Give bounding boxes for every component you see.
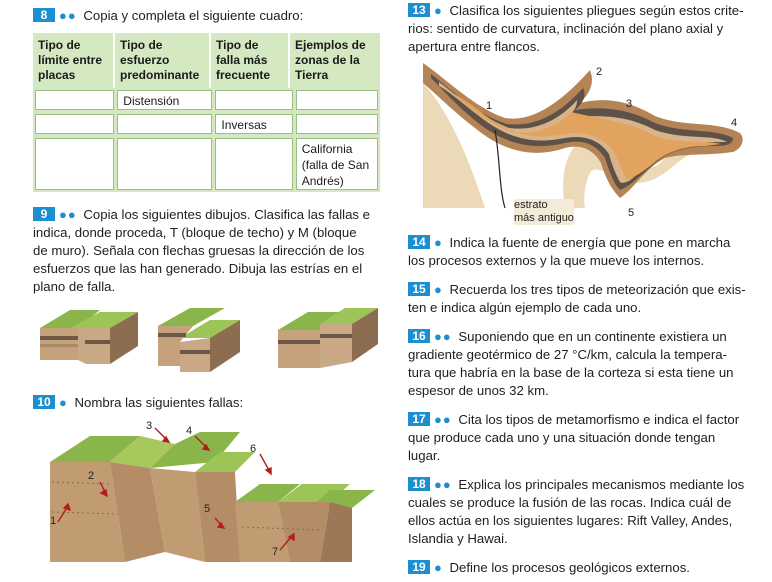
exercise-number: 17: [408, 412, 430, 426]
exercise-18-text: 18●● Explica los principales mecanismos …: [408, 477, 745, 546]
fold-label-5: 5: [628, 207, 635, 219]
exercise-number: 9: [33, 207, 55, 221]
table-cell: [295, 114, 378, 134]
table-cell: [117, 114, 213, 134]
fault-landscape-drawing: [50, 427, 375, 562]
fault-label-3: 3: [146, 420, 153, 432]
table-cell: [35, 138, 115, 190]
exercise-number: 8: [33, 8, 55, 22]
table-cell: [295, 90, 378, 110]
table-cell: [215, 138, 293, 190]
difficulty-dots: ●: [59, 395, 68, 410]
exercise-17-text: 17●● Cita los tipos de metamorfismo e in…: [408, 412, 740, 463]
exercise-13-text: 13● Clasifica los siguientes pliegues se…: [408, 3, 744, 54]
exercise-10-heading: 10 ● Nombra las siguientes fallas:: [33, 394, 243, 412]
table-cell: Inversas: [215, 114, 293, 134]
difficulty-dots: ●●: [434, 329, 452, 344]
exercise-number: 15: [408, 282, 430, 296]
fault-label-2: 2: [88, 470, 95, 482]
exercise-number: 14: [408, 235, 430, 249]
fault-label-4: 4: [186, 425, 193, 437]
fault-label-5: 5: [204, 503, 211, 515]
exercise-number: 19: [408, 560, 430, 574]
table-cell: [35, 90, 115, 110]
exercise-15-text: 15● Recuerda los tres tipos de meteoriza…: [408, 282, 746, 315]
table-row: Inversas: [33, 112, 380, 136]
difficulty-dots: ●: [434, 560, 443, 575]
fault-block-b: [158, 308, 240, 372]
fault-label-1: 1: [50, 515, 57, 527]
exercise-number: 18: [408, 477, 430, 491]
exercise-text: Copia y completa el siguiente cuadro:: [83, 8, 304, 23]
fault-block-a: [40, 310, 138, 364]
fold-label-2: 2: [596, 66, 603, 78]
fault-label-6: 6: [250, 443, 257, 455]
exercise-9-text: 9●● Copia los siguientes dibujos. Clasif…: [33, 207, 370, 294]
difficulty-dots: ●●: [59, 207, 77, 222]
exercise-text: Define los procesos geológicos externos.: [449, 560, 690, 575]
fault-blocks-drawing: [40, 308, 378, 372]
table-cell: [35, 114, 115, 134]
fold-label-4: 4: [731, 117, 738, 129]
difficulty-dots: ●●: [59, 8, 77, 23]
table-cell: [215, 90, 293, 110]
exercise-text: Nombra las siguientes fallas:: [74, 395, 244, 410]
exercise-number: 10: [33, 395, 55, 409]
difficulty-dots: ●: [434, 3, 443, 18]
table-cell: Distensión: [117, 90, 213, 110]
exercise-16-text: 16●● Suponiendo que en un continente exi…: [408, 329, 734, 398]
exercise-number: 13: [408, 3, 430, 17]
folds-drawing: [423, 63, 743, 209]
oldest-stratum-label: estrato más antiguo: [514, 199, 574, 225]
difficulty-dots: ●●: [434, 412, 452, 427]
difficulty-dots: ●●: [434, 477, 452, 492]
exercise-8-heading: 8 ●● Copia y completa el siguiente cuadro…: [33, 7, 303, 25]
fold-label-3: 3: [626, 98, 633, 110]
table-row: Distensión: [33, 88, 380, 112]
fault-block-c: [278, 308, 378, 368]
exercise-14-text: 14● Indica la fuente de energía que pone…: [408, 235, 731, 268]
exercise-19-heading: 19 ● Define los procesos geológicos exter…: [408, 559, 690, 577]
exercise-number: 16: [408, 329, 430, 343]
difficulty-dots: ●: [434, 282, 443, 297]
table-cell: [117, 138, 213, 190]
difficulty-dots: ●: [434, 235, 443, 250]
fold-label-1: 1: [486, 100, 493, 112]
fault-label-7: 7: [272, 546, 279, 558]
